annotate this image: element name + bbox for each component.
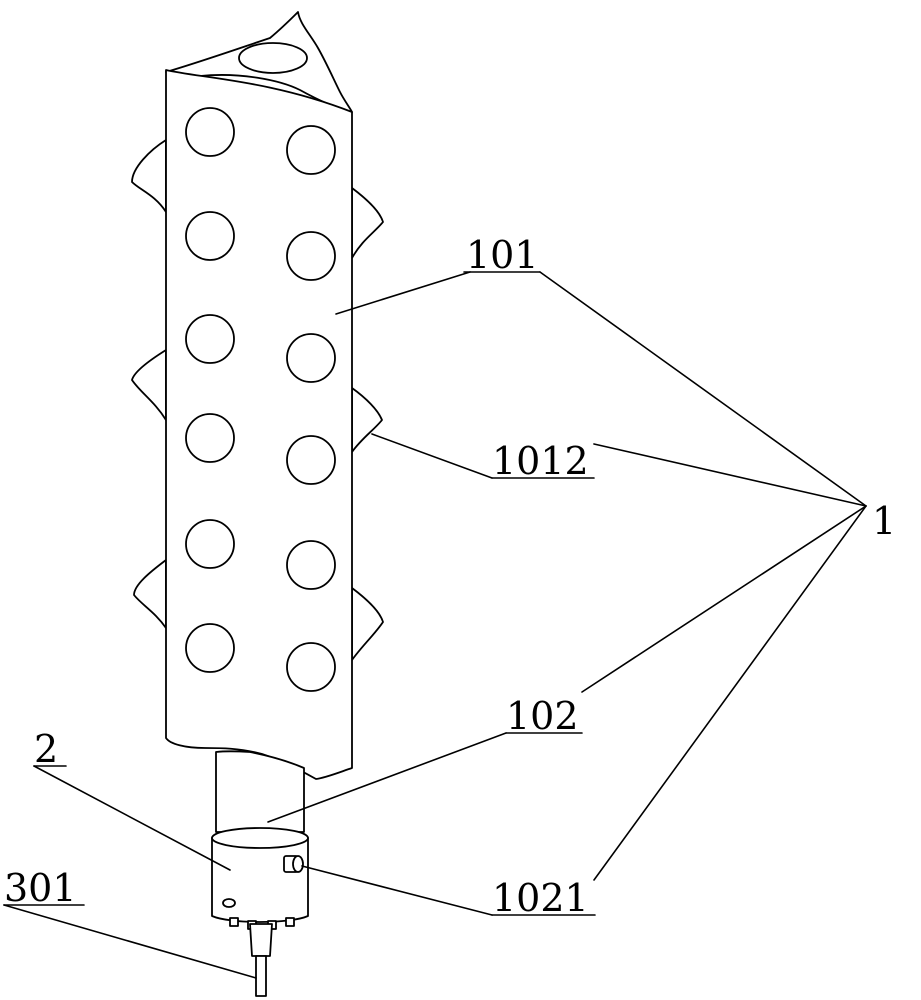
leader-1012 bbox=[371, 433, 493, 479]
hole bbox=[286, 642, 336, 692]
hole bbox=[286, 540, 336, 590]
bottom-nub bbox=[285, 917, 295, 927]
top-cap bbox=[165, 11, 353, 113]
fin-left-1 bbox=[131, 139, 167, 213]
hole bbox=[286, 125, 336, 175]
fin-left-2 bbox=[131, 349, 167, 421]
hole-group bbox=[185, 107, 336, 692]
label-2: 2 bbox=[34, 727, 58, 771]
stem bbox=[249, 923, 273, 997]
label-1021: 1021 bbox=[492, 876, 589, 920]
hole bbox=[286, 435, 336, 485]
label-group: 101 1012 1 102 2 301 1021 bbox=[4, 233, 896, 920]
fin-right-1 bbox=[351, 187, 384, 259]
sleeve-small-hole bbox=[222, 898, 236, 908]
leader-102 bbox=[267, 732, 507, 823]
stem-collar bbox=[249, 923, 273, 957]
leader-1-to-1012 bbox=[593, 443, 867, 507]
hole bbox=[185, 623, 235, 673]
hole bbox=[286, 333, 336, 383]
leader-lines bbox=[3, 271, 867, 979]
leader-1-to-101 bbox=[539, 271, 867, 507]
fin-group bbox=[131, 139, 384, 661]
leader-101 bbox=[335, 271, 471, 315]
hole bbox=[185, 413, 235, 463]
hole bbox=[185, 211, 235, 261]
hole bbox=[286, 231, 336, 281]
connector-pipe bbox=[215, 750, 305, 833]
hole bbox=[185, 314, 235, 364]
fin-right-3 bbox=[351, 587, 384, 661]
stem-rod bbox=[255, 955, 267, 997]
hole bbox=[185, 107, 235, 157]
set-screw-head bbox=[292, 855, 304, 873]
top-opening bbox=[238, 42, 308, 74]
leader-1-to-102 bbox=[581, 505, 867, 693]
label-102: 102 bbox=[506, 694, 579, 738]
fin-right-2 bbox=[351, 387, 383, 453]
label-1012: 1012 bbox=[492, 439, 589, 483]
sleeve-body bbox=[211, 837, 309, 923]
label-301: 301 bbox=[4, 866, 77, 910]
leader-1-to-1021 bbox=[593, 505, 867, 881]
fin-left-3 bbox=[133, 559, 167, 629]
bottom-nub bbox=[229, 917, 239, 927]
leader-301 bbox=[3, 904, 257, 979]
label-101: 101 bbox=[466, 233, 539, 277]
sleeve-top-rim bbox=[211, 827, 309, 849]
leader-2 bbox=[33, 765, 231, 871]
leader-1021 bbox=[301, 865, 493, 916]
label-1: 1 bbox=[872, 499, 896, 543]
hole bbox=[185, 519, 235, 569]
sleeve bbox=[211, 827, 309, 930]
